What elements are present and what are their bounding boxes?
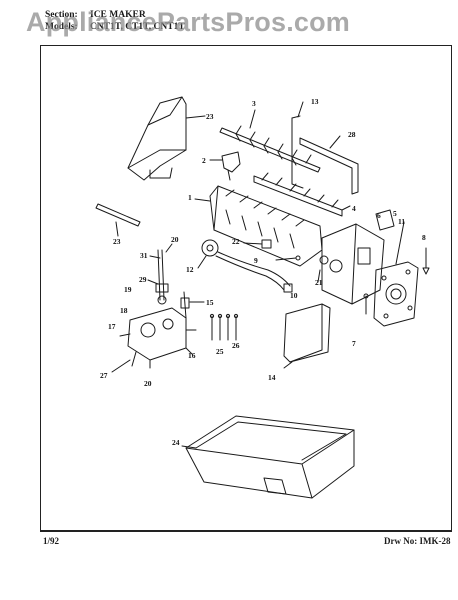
footer-drawing-number: Drw No: IMK-28 bbox=[384, 536, 451, 546]
callout-labels: 23 3 13 28 2 1 4 6 5 11 8 23 20 31 22 9 … bbox=[100, 97, 426, 447]
part-heater-strip bbox=[95, 203, 141, 237]
part-thermostat bbox=[243, 239, 272, 249]
callout-20b: 20 bbox=[144, 379, 152, 388]
part-screws-26-27 bbox=[209, 313, 239, 341]
part-block-5 bbox=[375, 209, 395, 231]
footer-date: 1/92 bbox=[43, 536, 60, 546]
callout-31: 31 bbox=[140, 251, 148, 260]
callout-12: 12 bbox=[186, 265, 194, 274]
callout-5: 5 bbox=[393, 209, 397, 218]
footer-divider bbox=[40, 531, 452, 532]
callout-18: 18 bbox=[120, 306, 128, 315]
callout-14: 14 bbox=[268, 373, 276, 382]
callout-8: 8 bbox=[422, 233, 426, 242]
part-screw-8 bbox=[422, 247, 430, 275]
callout-25: 24 bbox=[172, 438, 180, 447]
watermark-logo: AppliancePartsPros.com bbox=[26, 7, 351, 37]
callout-29: 28 bbox=[348, 130, 356, 139]
callout-13: 13 bbox=[311, 97, 319, 106]
part-ice-bucket bbox=[181, 415, 355, 499]
callout-24: 23 bbox=[113, 237, 121, 246]
part-harness bbox=[197, 239, 293, 293]
callout-15: 15 bbox=[206, 298, 214, 307]
callout-9: 9 bbox=[254, 256, 258, 265]
callout-1: 1 bbox=[188, 193, 192, 202]
callout-6: 6 bbox=[377, 211, 381, 220]
callout-30: 29 bbox=[139, 275, 147, 284]
callout-16: 16 bbox=[188, 351, 196, 360]
drawing-frame bbox=[40, 45, 452, 531]
part-control-module bbox=[373, 221, 419, 327]
callout-26: 25 bbox=[216, 347, 224, 356]
callout-3: 3 bbox=[252, 99, 256, 108]
part-screw-9 bbox=[275, 255, 301, 261]
section-label: Section: bbox=[45, 10, 78, 20]
part-screw-7 bbox=[363, 293, 369, 315]
callout-21: 21 bbox=[315, 278, 323, 287]
callout-20a: 20 bbox=[171, 235, 179, 244]
callout-11: 11 bbox=[398, 217, 405, 226]
part-stripper bbox=[299, 135, 359, 195]
callout-7: 7 bbox=[352, 339, 356, 348]
part-shutoff-arm bbox=[291, 101, 304, 189]
callout-23: 23 bbox=[206, 112, 214, 121]
part-water-valve bbox=[111, 307, 197, 373]
part-comb bbox=[253, 172, 351, 217]
callout-4: 4 bbox=[352, 204, 356, 213]
part-motor bbox=[317, 223, 385, 305]
callout-22: 22 bbox=[232, 237, 240, 246]
part-ice-mold bbox=[194, 185, 323, 267]
part-fill-tube bbox=[147, 243, 173, 305]
callout-2: 2 bbox=[202, 156, 206, 165]
part-fill-cup bbox=[127, 96, 206, 181]
part-ejector bbox=[219, 109, 321, 173]
callout-27: 26 bbox=[232, 341, 240, 350]
part-clamp bbox=[180, 291, 205, 319]
callout-19: 19 bbox=[124, 285, 132, 294]
part-cover bbox=[283, 303, 331, 369]
section-value: ICE MAKER bbox=[90, 10, 146, 20]
callout-10: 10 bbox=[290, 291, 298, 300]
callout-17: 17 bbox=[108, 322, 116, 331]
part-clip bbox=[209, 151, 241, 181]
models-value: CNT1T, CT1T, CNT1T bbox=[90, 22, 185, 32]
callout-28: 27 bbox=[100, 371, 108, 380]
models-label: Models: bbox=[45, 22, 78, 32]
